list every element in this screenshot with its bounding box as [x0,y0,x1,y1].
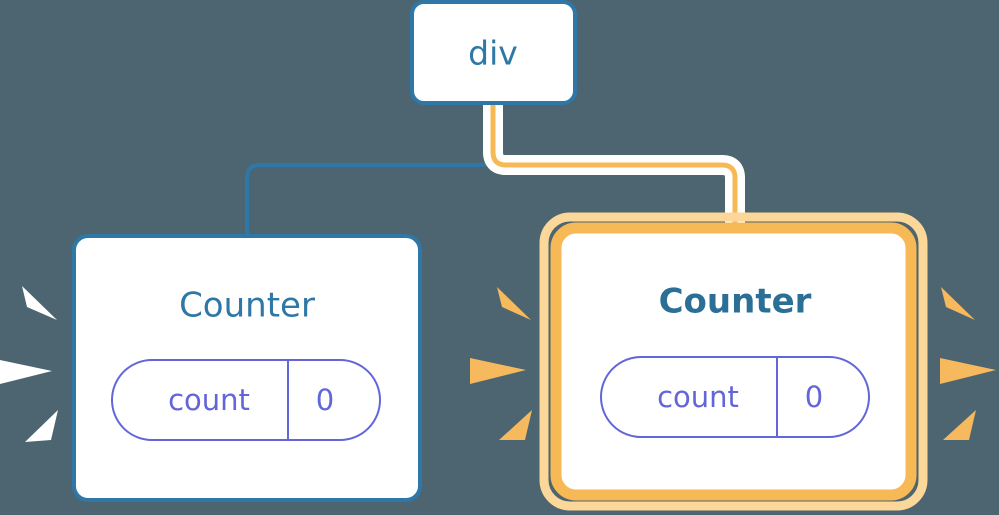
node-counter-left[interactable]: Counter count 0 [72,234,422,502]
state-value-label: 0 [805,380,823,414]
node-div-label: div [468,34,518,73]
sparkle-icon [497,287,531,320]
sparkle-group-right [940,287,996,440]
sparkle-group-left-outer [0,286,58,442]
sparkle-icon [0,360,52,384]
state-pill-right: count 0 [600,356,870,438]
node-counter-right-label: Counter [659,282,812,322]
sparkle-icon [470,358,526,384]
state-key-label: count [168,383,250,417]
node-counter-left-label: Counter [179,286,315,326]
node-div[interactable]: div [410,0,577,105]
sparkle-icon [943,410,976,440]
sparkle-group-middle [470,287,532,440]
state-key-label: count [657,380,739,414]
connector-to-right-counter [483,93,745,250]
sparkle-icon [941,287,975,320]
sparkle-icon [499,410,532,440]
node-div-box [410,0,577,105]
sparkle-icon [22,286,57,320]
node-counter-right[interactable]: Counter count 0 [539,212,928,511]
state-pill-left-outline [111,359,381,441]
sparkle-icon [25,410,58,442]
sparkle-icon [940,358,996,384]
state-value-label: 0 [316,383,334,417]
state-pill-right-outline [600,356,870,438]
state-pill-left: count 0 [111,359,381,441]
node-counter-right-halo [539,212,928,511]
connector-line [490,100,738,243]
